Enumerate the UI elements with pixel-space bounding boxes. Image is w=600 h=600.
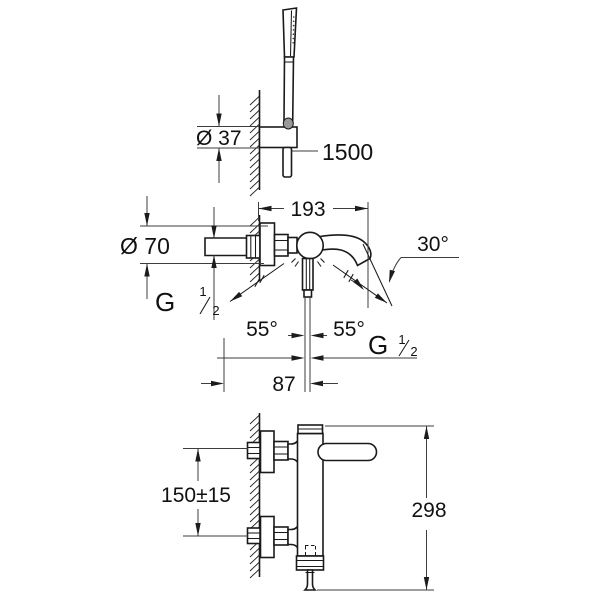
joint-ticks <box>291 258 325 267</box>
spout <box>319 234 372 267</box>
dim-label-30deg: 30° <box>417 233 449 256</box>
shower-hose <box>282 146 293 178</box>
dim-lever-swing-right: 55° <box>310 264 389 341</box>
lever-handle-tip <box>303 289 313 298</box>
dim-overall-height: 298 <box>317 425 447 591</box>
spray-holes <box>292 16 295 44</box>
escutcheon-lower <box>259 515 275 559</box>
lever-ball <box>295 231 324 260</box>
dim-hose-length: 1500 <box>292 139 373 165</box>
hex-nut-lower <box>273 526 289 546</box>
shower-head <box>282 7 298 58</box>
inlet-union-upper <box>246 441 261 460</box>
dim-label-55-right: 55° <box>333 318 365 341</box>
dim-outlet-thread: G 1 2 <box>217 330 418 361</box>
wall-hatching <box>249 95 260 197</box>
dim-label-150: 150±15 <box>161 484 231 507</box>
front-view: 193 Ø 70 G 1 2 30 <box>120 196 459 396</box>
escutcheon <box>259 222 276 267</box>
dim-label-70: Ø 70 <box>120 233 170 259</box>
hex-nut-upper <box>273 440 289 461</box>
hidden-cartridge <box>305 545 316 556</box>
dim-holder-diameter: Ø 37 <box>196 95 259 183</box>
thread-label-den: 2 <box>410 344 417 359</box>
dim-inlet-spacing: 150±15 <box>161 448 248 537</box>
escutcheon-upper <box>259 430 275 474</box>
shower-handle <box>283 56 295 122</box>
wall-hatching <box>249 414 260 579</box>
shower-inlet-bulb <box>282 117 294 130</box>
side-view: 150±15 298 <box>161 413 447 591</box>
dim-spout-angle: 30° <box>362 233 459 307</box>
dim-inlet-thread: G 1 2 <box>155 207 220 320</box>
wall-holder-bracket <box>258 126 298 149</box>
thread-label-num: 1 <box>199 284 206 299</box>
dim-label-1500: 1500 <box>322 139 373 165</box>
inlet-union-lower <box>246 527 261 545</box>
dim-label-37: Ø 37 <box>196 127 242 150</box>
dim-outlet-offset: 87 <box>201 338 338 396</box>
dim-lever-swing-left: 55° <box>228 263 305 341</box>
dim-label-55-left: 55° <box>246 318 278 341</box>
dim-label-193: 193 <box>290 198 325 221</box>
outlet-nozzle <box>303 569 317 591</box>
thread-label-num: 1 <box>398 332 405 347</box>
dim-escutcheon-diameter: Ø 70 <box>120 196 268 299</box>
hand-shower-view: Ø 37 1500 <box>196 7 373 197</box>
lever-handle <box>301 257 314 291</box>
hand-shower-icon <box>282 7 298 122</box>
lever-arm <box>317 442 378 462</box>
thread-label-den: 2 <box>212 303 219 318</box>
dim-label-87: 87 <box>272 373 295 396</box>
hex-nut <box>273 233 289 257</box>
outlet-coupling <box>295 555 325 571</box>
union-nut <box>245 234 261 259</box>
body-connector <box>287 236 298 254</box>
dim-label-298: 298 <box>411 499 446 522</box>
thread-label-g: G <box>368 330 388 360</box>
thread-label-g: G <box>155 287 175 317</box>
